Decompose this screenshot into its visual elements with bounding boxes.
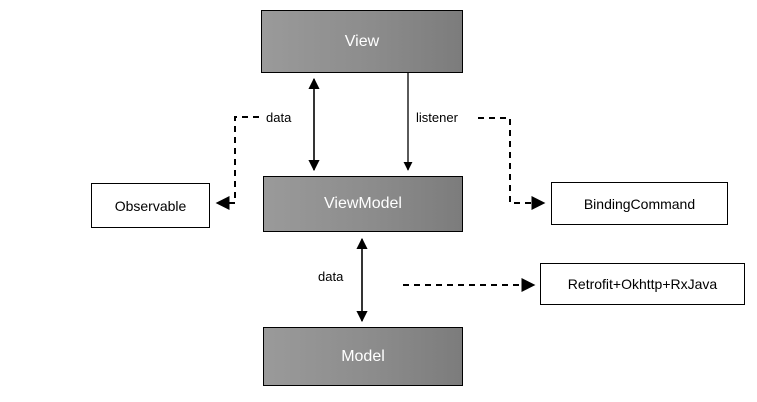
- node-viewmodel-label: ViewModel: [324, 195, 402, 212]
- node-view[interactable]: View: [261, 10, 463, 73]
- node-binding-command-label: BindingCommand: [583, 195, 696, 212]
- edge-label-data-model: data: [318, 269, 344, 284]
- node-model[interactable]: Model: [263, 327, 463, 386]
- node-observable-label: Observable: [114, 197, 187, 214]
- edge-label-data-view: data: [266, 110, 292, 125]
- node-viewmodel[interactable]: ViewModel: [263, 176, 463, 232]
- node-retrofit-okhttp-rxjava-label: Retrofit+Okhttp+RxJava: [567, 276, 718, 292]
- node-retrofit-okhttp-rxjava[interactable]: Retrofit+Okhttp+RxJava: [540, 263, 745, 305]
- node-view-label: View: [344, 32, 380, 50]
- edge-data-observable: [215, 116, 259, 210]
- node-binding-command[interactable]: BindingCommand: [551, 182, 728, 225]
- node-observable[interactable]: Observable: [91, 183, 210, 228]
- edge-listener-bindingcommand: [478, 117, 546, 210]
- edge-label-listener: listener: [416, 110, 458, 125]
- node-model-label: Model: [341, 347, 385, 365]
